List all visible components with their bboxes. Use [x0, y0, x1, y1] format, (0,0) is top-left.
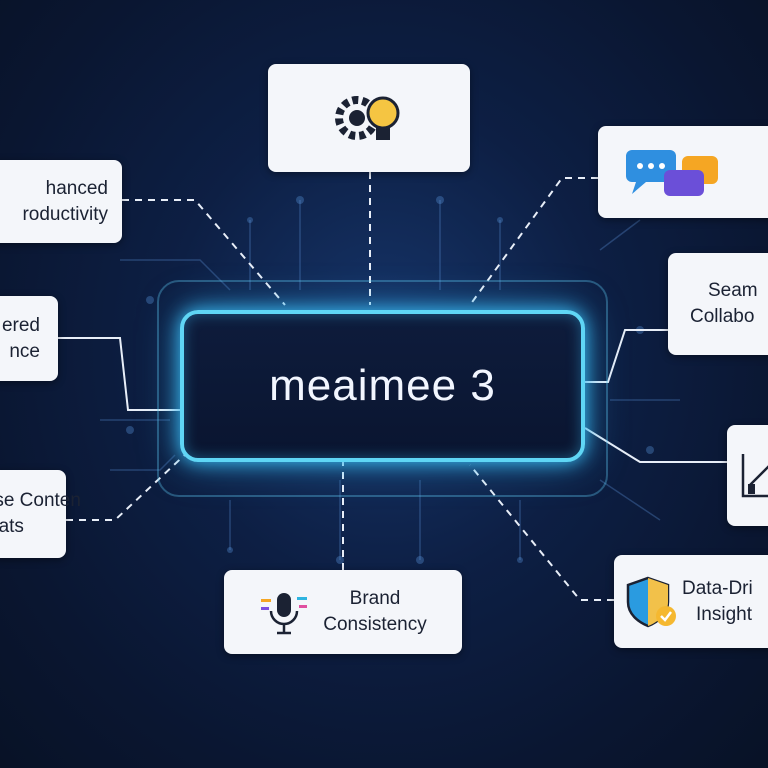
node-label-line1: Data-Dri: [682, 577, 753, 599]
node-label-line1: rse Conten: [0, 490, 81, 511]
gear-lightbulb-icon: [335, 96, 400, 140]
node-label-line1: hanced: [45, 177, 108, 199]
node-right-2: [727, 425, 768, 526]
node-label-line2: Consistency: [323, 614, 427, 635]
node-top-center: [268, 64, 470, 172]
node-label-line1: ered: [1, 314, 40, 336]
connector-lines: [58, 172, 727, 601]
node-label-line2: roductivity: [22, 203, 108, 225]
node-label-line2: nce: [9, 340, 40, 362]
node-label-line2: Collabo: [690, 306, 755, 327]
node-top-right: [598, 126, 768, 218]
node-label-line1: Seam: [708, 280, 758, 301]
node-label-line2: Insight: [696, 603, 752, 625]
bar-chart-icon: [741, 453, 768, 497]
hub-title: meaimee 3: [269, 361, 496, 410]
node-label-line1: Brand: [349, 588, 401, 609]
chat-bubbles-icon: [626, 150, 718, 196]
microphone-icon: [261, 593, 308, 635]
node-left-2: ered nce: [0, 296, 58, 381]
node-enhanced-productivity: hanced roductivity: [0, 160, 122, 243]
shield-check-icon: [626, 576, 676, 627]
center-glow-frame: [157, 280, 608, 497]
center-hub: meaimee 3: [180, 310, 585, 462]
